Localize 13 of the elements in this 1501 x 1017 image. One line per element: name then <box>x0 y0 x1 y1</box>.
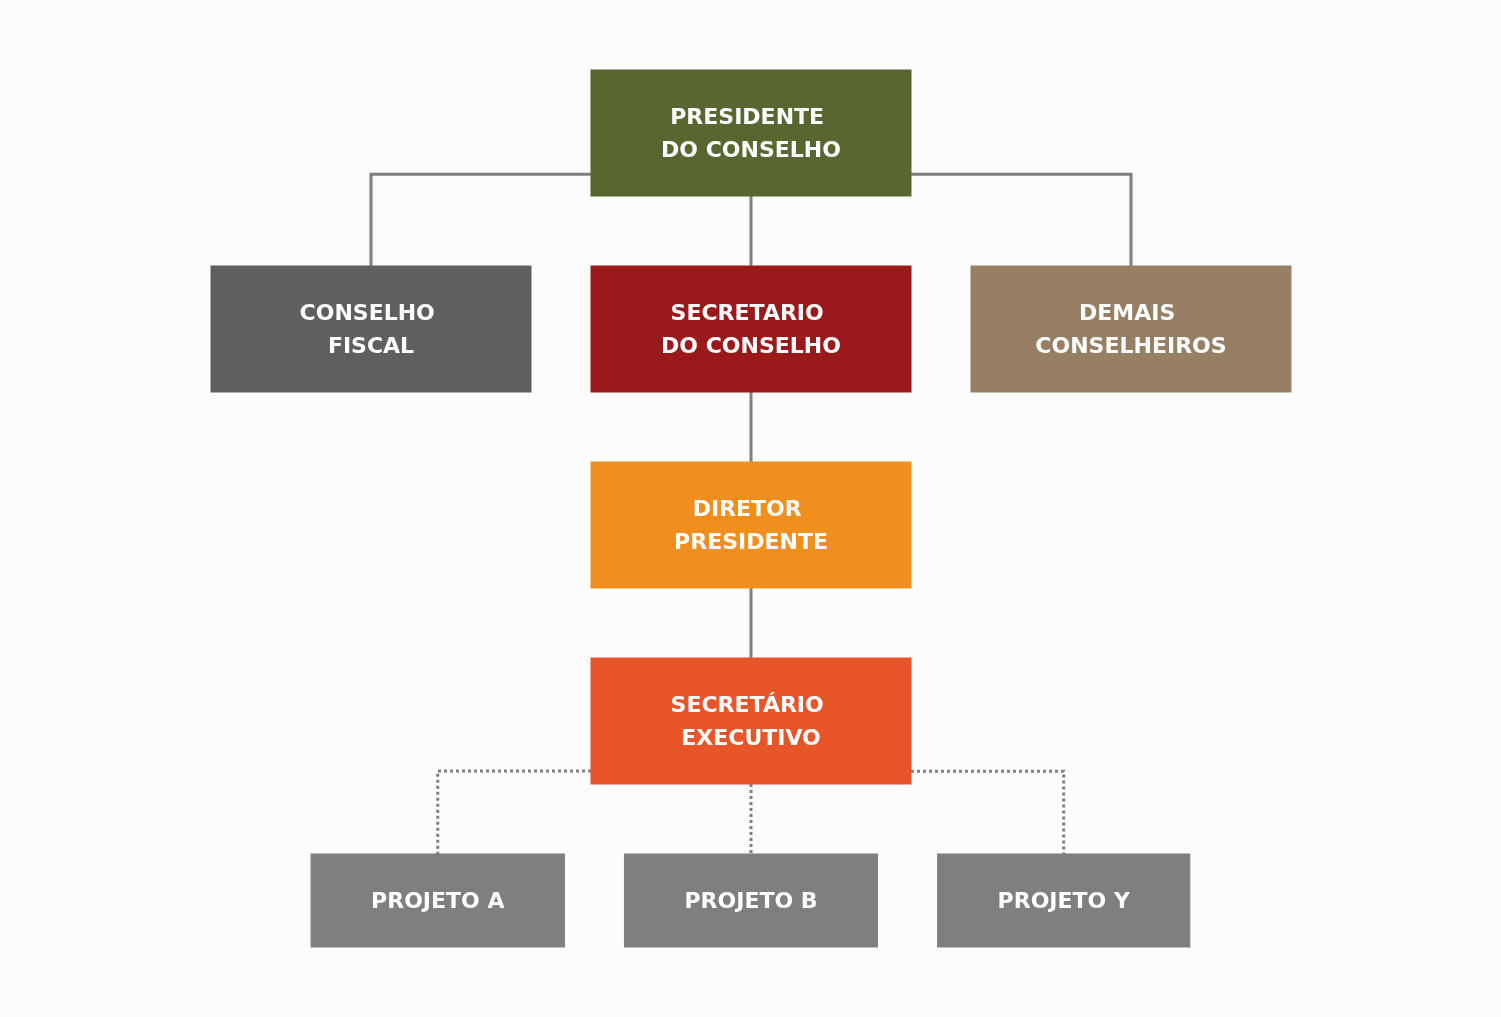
connector <box>435 769 591 854</box>
connector <box>910 769 1065 854</box>
node-box: SECRETARIO DO CONSELHO <box>590 265 911 393</box>
node-box: PROJETO Y <box>936 853 1190 948</box>
node-box: PRESIDENTE DO CONSELHO <box>590 69 911 197</box>
node-box: DEMAIS CONSELHEIROS <box>970 265 1291 393</box>
connector <box>369 172 591 266</box>
connector <box>910 172 1132 266</box>
node-box: SECRETÁRIO EXECUTIVO <box>590 657 911 785</box>
node-box: CONSELHO FISCAL <box>210 265 531 393</box>
node-box: PROJETO B <box>623 853 878 948</box>
node-box: PROJETO A <box>310 853 565 948</box>
node-box: DIRETOR PRESIDENTE <box>590 461 911 589</box>
